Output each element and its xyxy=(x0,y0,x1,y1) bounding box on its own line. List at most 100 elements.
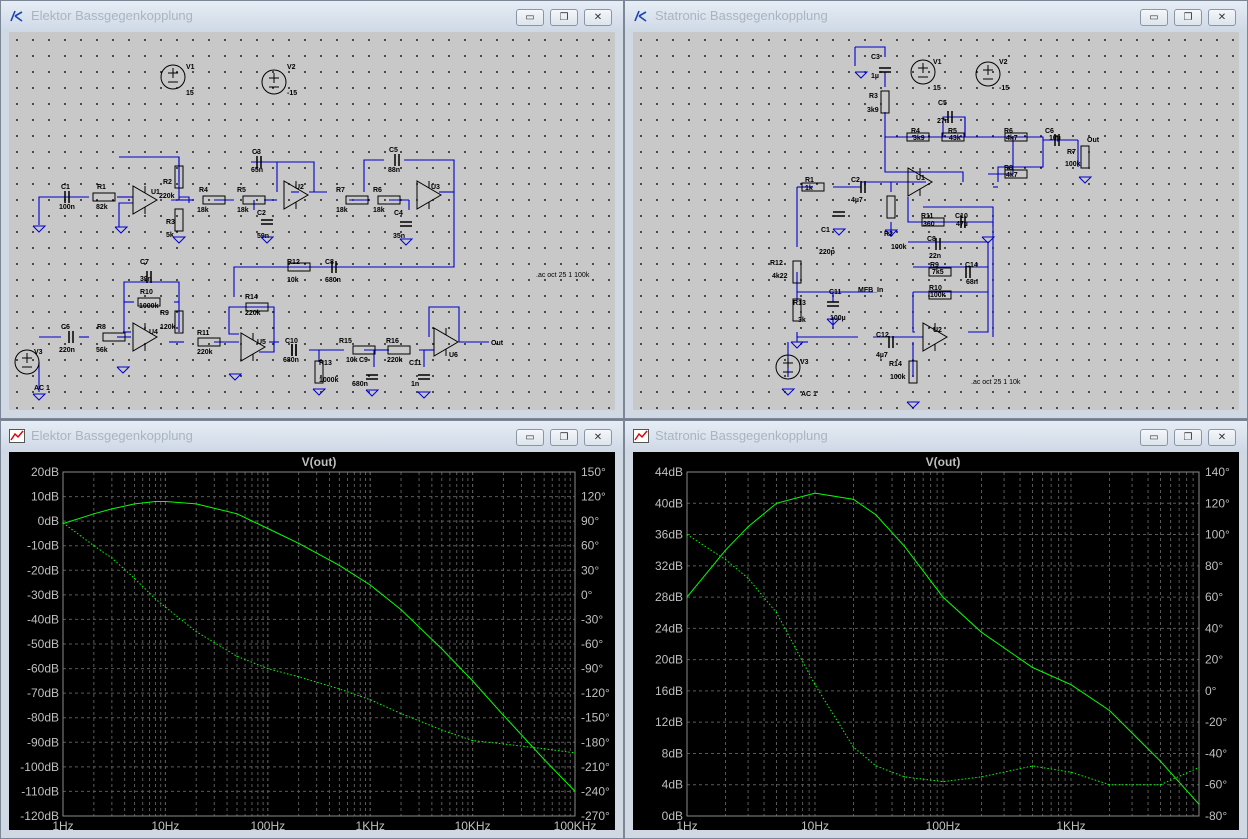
y2-tick-label: -60° xyxy=(581,637,603,651)
phase-point xyxy=(133,577,136,580)
spice-directive: .ac oct 25 1 100k xyxy=(536,272,590,279)
component-label: C6 xyxy=(61,324,70,331)
component-label: R11 xyxy=(197,330,210,337)
wire xyxy=(118,202,133,224)
magnitude-point xyxy=(852,498,855,500)
window-title: Elektor Bassgegenkopplung xyxy=(31,8,193,23)
component-label: 1k xyxy=(805,185,813,192)
component-label: R6 xyxy=(1004,128,1013,135)
component-label: 47µ xyxy=(956,221,968,228)
y2-tick-label: 0° xyxy=(1205,684,1217,698)
component-label: C11 xyxy=(409,360,422,367)
phase-point xyxy=(267,667,269,670)
ground-symbol xyxy=(884,229,899,237)
magnitude-point xyxy=(267,527,269,530)
minimize-button[interactable]: ▭ xyxy=(516,429,544,446)
close-button[interactable]: ✕ xyxy=(1208,429,1236,446)
phase-point xyxy=(903,776,906,778)
resistor-symbol xyxy=(197,337,221,347)
minimize-button[interactable]: ▭ xyxy=(1140,9,1168,26)
x-tick-label: 100Hz xyxy=(926,819,961,830)
component-label: U1 xyxy=(916,175,925,182)
y-tick-label: -40dB xyxy=(27,612,59,626)
component-label: C4 xyxy=(394,210,403,217)
title-bar[interactable]: Statronic Bassgegenkopplung ▭ ❐ ✕ xyxy=(625,421,1247,451)
component-label: R16 xyxy=(386,338,399,345)
voltage-source-symbol xyxy=(775,354,801,380)
component-label: C2 xyxy=(257,210,266,217)
magnitude-point xyxy=(980,631,983,633)
magnitude-point xyxy=(942,596,944,598)
capacitor-symbol xyxy=(394,154,400,166)
component-label: 4µ7 xyxy=(851,197,863,204)
maximize-button[interactable]: ❐ xyxy=(1174,429,1202,446)
schematic-icon xyxy=(10,10,23,22)
component-label: 65n xyxy=(251,167,263,174)
resistor-symbol xyxy=(1080,145,1090,169)
close-button[interactable]: ✕ xyxy=(584,429,612,446)
ground-symbol xyxy=(312,388,327,396)
magnitude-point xyxy=(686,596,688,598)
title-bar[interactable]: Statronic Bassgegenkopplung ▭ ❐ ✕ xyxy=(625,1,1247,31)
resistor-symbol xyxy=(387,345,411,355)
maximize-button[interactable]: ❐ xyxy=(1174,9,1202,26)
component-label: R5 xyxy=(237,187,246,194)
component-label: C2 xyxy=(851,177,860,184)
close-button[interactable]: ✕ xyxy=(1208,9,1236,26)
maximize-button[interactable]: ❐ xyxy=(550,429,578,446)
component-label: 10k xyxy=(287,277,299,284)
capacitor-symbol xyxy=(68,331,74,343)
y-tick-label: -70dB xyxy=(27,686,59,700)
y-tick-label: 20dB xyxy=(31,465,59,479)
resistor-symbol xyxy=(352,345,376,355)
phase-point xyxy=(1198,766,1200,769)
resistor-symbol xyxy=(792,260,802,284)
component-label: C5 xyxy=(389,147,398,154)
component-label: 18k xyxy=(237,207,249,214)
component-label: U3 xyxy=(431,184,440,191)
magnitude-trace xyxy=(62,501,576,792)
y2-tick-label: 20° xyxy=(1205,653,1223,667)
y2-tick-label: 80° xyxy=(1205,559,1223,573)
opamp-symbol xyxy=(416,180,442,210)
component-label: 100k xyxy=(890,374,906,381)
minimize-button[interactable]: ▭ xyxy=(1140,429,1168,446)
title-bar[interactable]: Elektor Bassgegenkopplung ▭ ❐ ✕ xyxy=(1,1,623,31)
maximize-button[interactable]: ❐ xyxy=(550,9,578,26)
component-label: C8 xyxy=(927,236,936,243)
y2-tick-label: 40° xyxy=(1205,621,1223,635)
phase-point xyxy=(1031,765,1034,767)
wire xyxy=(855,46,886,57)
title-bar[interactable]: Elektor Bassgegenkopplung ▭ ❐ ✕ xyxy=(1,421,623,451)
component-label: 18k xyxy=(373,207,385,214)
close-button[interactable]: ✕ xyxy=(584,9,612,26)
component-label: 680n xyxy=(283,357,299,364)
capacitor-symbol xyxy=(960,216,966,228)
component-label: 680n xyxy=(325,277,341,284)
resistor-symbol xyxy=(102,332,126,342)
resistor-symbol xyxy=(792,298,802,322)
y2-tick-label: 0° xyxy=(581,588,593,602)
component-label: 220k xyxy=(245,310,261,317)
ground-symbol xyxy=(790,341,805,349)
wire xyxy=(404,159,455,192)
wire xyxy=(233,192,455,297)
minimize-button[interactable]: ▭ xyxy=(516,9,544,26)
component-label: R15 xyxy=(339,338,352,345)
y2-tick-label: -30° xyxy=(581,612,603,626)
window-title: Statronic Bassgegenkopplung xyxy=(655,428,828,443)
component-label: U6 xyxy=(449,352,458,359)
bode-plot[interactable]: 20dB10dB0dB-10dB-20dB-30dB-40dB-50dB-60d… xyxy=(9,452,615,830)
resistor-symbol xyxy=(908,360,918,384)
bode-plot[interactable]: 44dB40dB36dB32dB28dB24dB20dB16dB12dB8dB4… xyxy=(633,452,1239,830)
plot-frame xyxy=(686,471,1200,817)
component-label: 27n xyxy=(937,118,949,125)
